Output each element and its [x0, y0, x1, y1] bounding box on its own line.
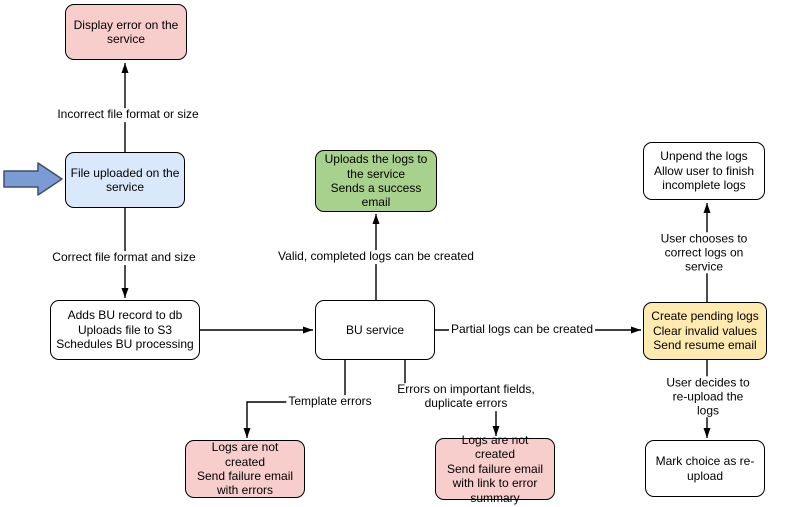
- edge-label-incorrect-file: Incorrect file format or size: [55, 107, 201, 122]
- node-logs-not-created-fields[interactable]: Logs are not created Send failure email …: [435, 433, 555, 505]
- node-bu-service[interactable]: BU service: [315, 300, 435, 360]
- node-mark-choice[interactable]: Mark choice as re- upload: [645, 440, 765, 497]
- edge-label-template-errors: Template errors: [286, 394, 374, 409]
- node-uploads-logs[interactable]: Uploads the logs to the service Sends a …: [315, 150, 437, 212]
- node-logs-not-created-template-text: Logs are not created Send failure email …: [196, 440, 294, 498]
- node-file-uploaded-text: File uploaded on the service: [70, 165, 180, 194]
- node-create-pending[interactable]: Create pending logs Clear invalid values…: [643, 302, 767, 360]
- edge-label-errors-important: Errors on important fields, duplicate er…: [395, 382, 537, 411]
- node-create-pending-text: Create pending logs Clear invalid values…: [651, 309, 759, 353]
- node-display-error[interactable]: Display error on the service: [65, 4, 187, 60]
- edge-label-user-chooses: User chooses to correct logs on service: [655, 231, 753, 274]
- node-uploads-logs-text: Uploads the logs to the service Sends a …: [324, 152, 428, 210]
- node-bu-service-text: BU service: [345, 322, 404, 337]
- edge-label-user-decides: User decides to re-upload the logs: [661, 375, 755, 418]
- node-adds-bu-record[interactable]: Adds BU record to db Uploads file to S3 …: [50, 300, 200, 360]
- edge-label-partial-logs: Partial logs can be created: [448, 322, 596, 337]
- node-display-error-text: Display error on the service: [73, 17, 179, 46]
- node-logs-not-created-fields-text: Logs are not created Send failure email …: [446, 433, 544, 505]
- node-adds-bu-record-text: Adds BU record to db Uploads file to S3 …: [56, 308, 194, 352]
- node-unpend-logs[interactable]: Unpend the logs Allow user to finish inc…: [643, 142, 765, 200]
- edge-label-correct-file: Correct file format and size: [50, 250, 198, 265]
- node-file-uploaded[interactable]: File uploaded on the service: [65, 152, 185, 208]
- input-arrow-icon: [3, 162, 63, 196]
- node-logs-not-created-template[interactable]: Logs are not created Send failure email …: [185, 440, 305, 498]
- node-mark-choice-text: Mark choice as re- upload: [655, 454, 755, 483]
- edge-label-valid-completed: Valid, completed logs can be created: [276, 249, 476, 264]
- node-unpend-logs-text: Unpend the logs Allow user to finish inc…: [653, 149, 755, 193]
